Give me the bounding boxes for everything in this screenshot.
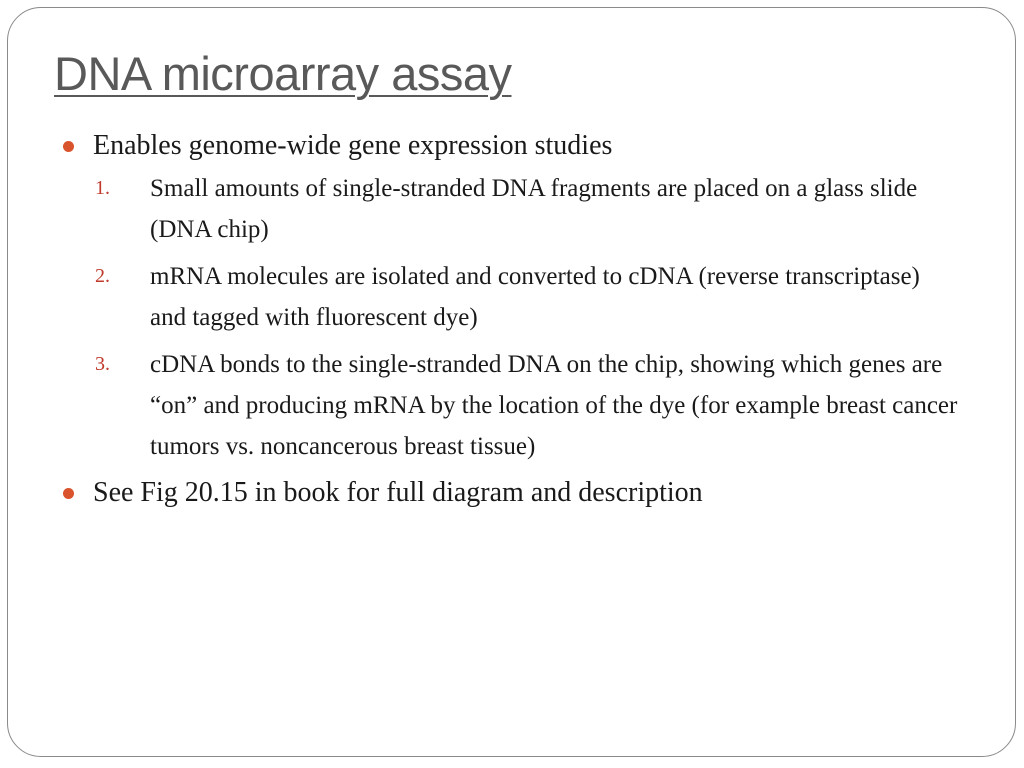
bullet-dot-icon	[63, 141, 74, 152]
item-text: Small amounts of single-stranded DNA fra…	[150, 175, 918, 243]
bullet-text: See Fig 20.15 in book for full diagram a…	[93, 477, 703, 508]
item-number: 1.	[95, 177, 110, 199]
slide-title: DNA microarray assay	[54, 47, 512, 100]
item-text: cDNA bonds to the single-stranded DNA on…	[150, 351, 958, 460]
slide-content: Enables genome-wide gene expression stud…	[60, 126, 960, 513]
bullet-text: Enables genome-wide gene expression stud…	[93, 130, 613, 161]
numbered-list: 1. Small amounts of single-stranded DNA …	[60, 168, 960, 467]
numbered-item: 2. mRNA molecules are isolated and conve…	[60, 256, 960, 338]
bullet-item: Enables genome-wide gene expression stud…	[60, 126, 960, 166]
numbered-item: 1. Small amounts of single-stranded DNA …	[60, 168, 960, 250]
item-number: 2.	[95, 265, 110, 287]
item-text: mRNA molecules are isolated and converte…	[150, 263, 920, 331]
bullet-item: See Fig 20.15 in book for full diagram a…	[60, 473, 960, 513]
item-number: 3.	[95, 353, 110, 375]
bullet-dot-icon	[63, 488, 74, 499]
numbered-item: 3. cDNA bonds to the single-stranded DNA…	[60, 344, 960, 467]
slide-frame	[7, 7, 1016, 757]
